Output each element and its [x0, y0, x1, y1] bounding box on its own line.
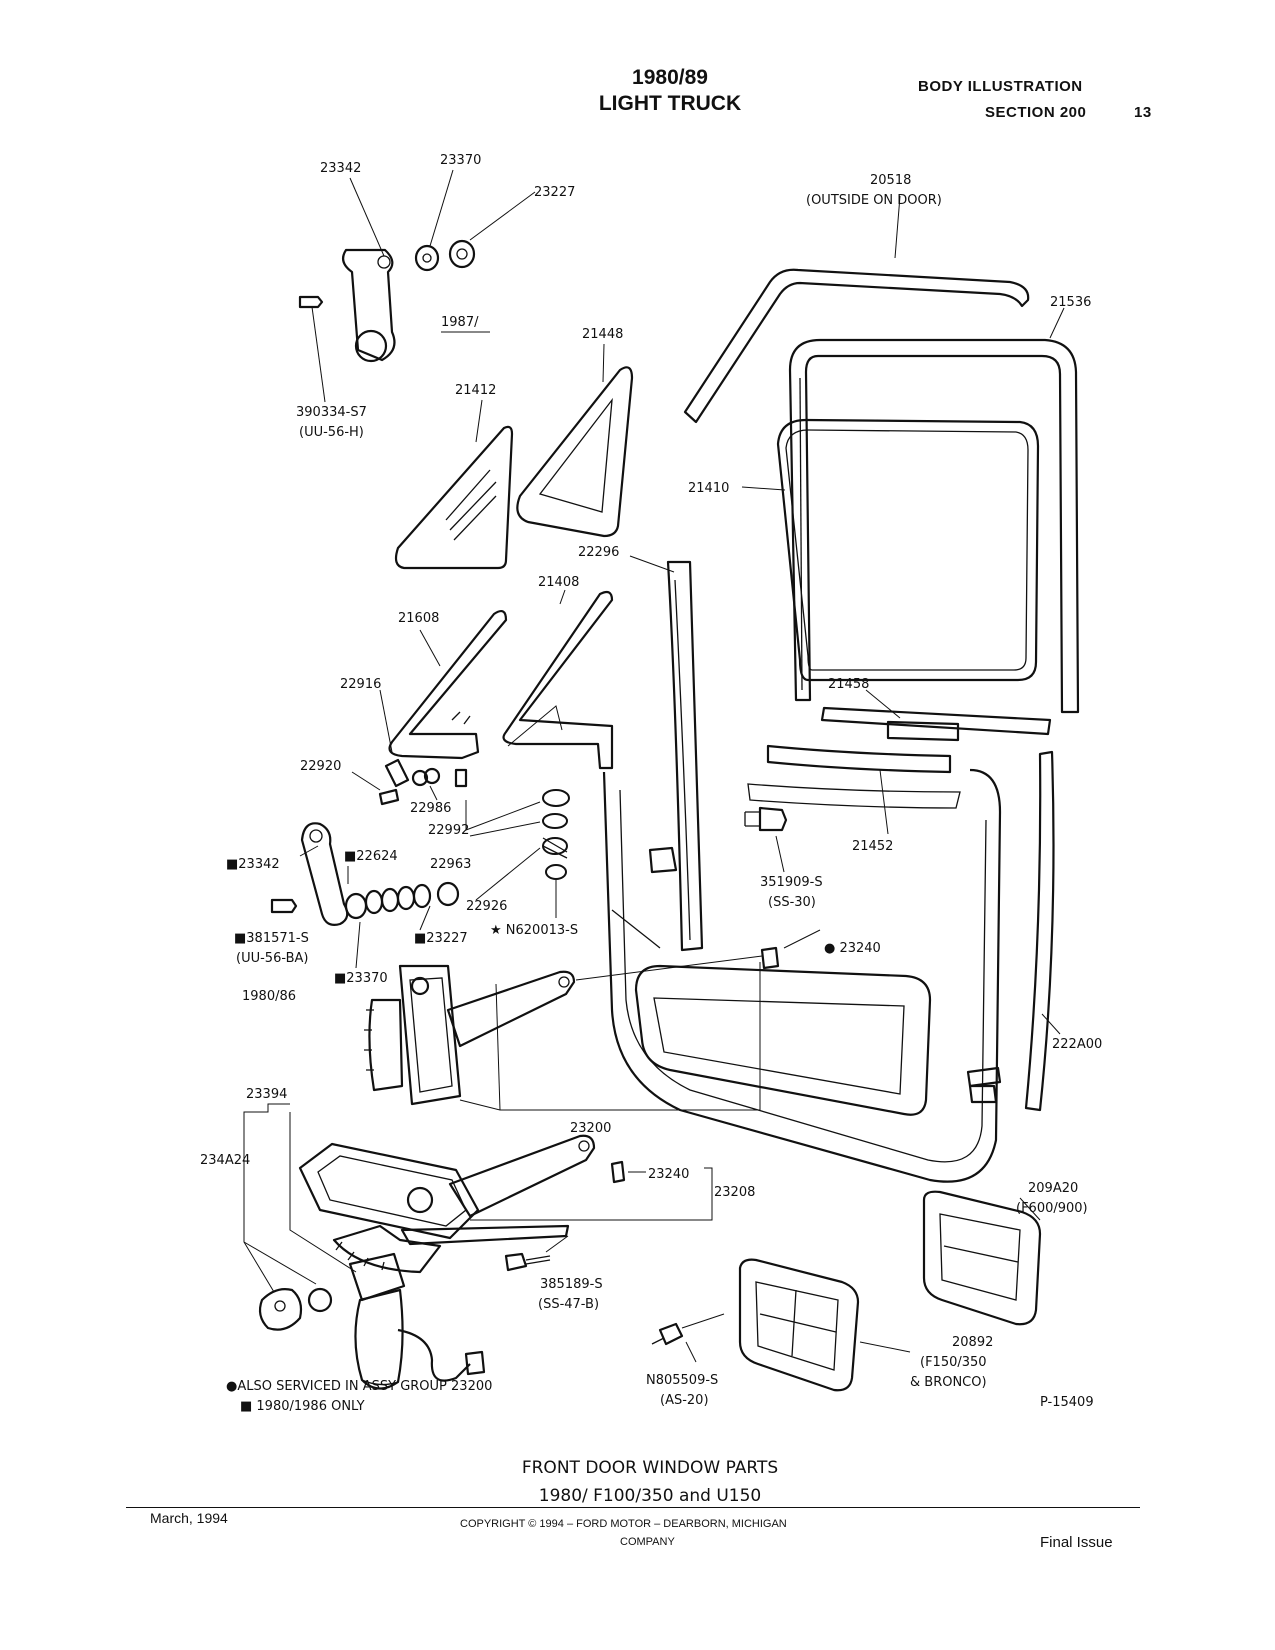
callout-p-15409: P-15409: [1040, 1395, 1094, 1410]
power-window-regulator-23208: [298, 1134, 713, 1274]
callout-23370: 23370: [440, 153, 481, 168]
pivot-spring-hardware: [351, 689, 468, 806]
callout-n620013-s: ★ N620013-S: [490, 923, 578, 938]
callout-sq-23227: ■23227: [414, 931, 468, 946]
window-crank-handle-1980-86: [270, 822, 460, 969]
glass-run-lower-21452: [747, 744, 961, 835]
callout-23342: 23342: [320, 161, 361, 176]
footer-copyright-company: COMPANY: [620, 1536, 675, 1548]
window-regulator-23200: [364, 962, 761, 1111]
callout-22920: 22920: [300, 759, 341, 774]
callout-23394: 23394: [246, 1087, 287, 1102]
section-label: BODY ILLUSTRATION: [918, 78, 1083, 95]
callout-22916: 22916: [340, 677, 381, 692]
callout-uu-56-h: (UU-56-H): [299, 425, 364, 440]
callout-as-20: (AS-20): [660, 1393, 709, 1408]
footer-copyright: COPYRIGHT © 1994 – FORD MOTOR – DEARBORN…: [460, 1518, 787, 1530]
footer-issue-status: Final Issue: [1040, 1534, 1113, 1551]
callout-20518: 20518: [870, 173, 911, 188]
callout-and-bronco: & BRONCO): [910, 1375, 987, 1390]
pivot-washer-stack: [465, 705, 570, 918]
callout-209a20: 209A20: [1028, 1181, 1078, 1196]
access-cover-20892: [738, 1258, 911, 1392]
callout-labels: 23342 23370 23227 20518 (OUTSIDE ON DOOR…: [200, 153, 1102, 1414]
door-glass-run-frame: [788, 307, 1080, 714]
access-cover-209a20: [922, 1190, 1042, 1326]
callout-234a24: 234A24: [200, 1153, 250, 1168]
callout-ss-47-b: (SS-47-B): [538, 1297, 599, 1312]
front-door-inner-panel: [602, 768, 1002, 1183]
callout-23227: 23227: [534, 185, 575, 200]
footer-rule: [126, 1507, 1140, 1508]
window-motor-assembly: [243, 1103, 486, 1390]
callout-dot-23240: ● 23240: [824, 941, 881, 956]
title-year-range: 1980/89: [632, 66, 708, 89]
callout-20892: 20892: [952, 1335, 993, 1350]
figure-caption-title: FRONT DOOR WINDOW PARTS: [521, 1458, 779, 1478]
callout-sq-381571-s: ■381571-S: [234, 931, 309, 946]
callout-year-1980-86: 1980/86: [242, 989, 296, 1004]
callout-sq-22624: ■22624: [344, 849, 398, 864]
vent-window-frame: [516, 343, 634, 538]
bolt-351909-s: [744, 806, 788, 873]
callout-21452: 21452: [852, 839, 893, 854]
callout-n805509-s: N805509-S: [646, 1373, 718, 1388]
callout-23240-lower: 23240: [648, 1167, 689, 1182]
title-vehicle-line: LIGHT TRUCK: [598, 92, 742, 115]
glass-channel-21458: [820, 689, 1052, 742]
callout-22963: 22963: [430, 857, 471, 872]
callout-22926: 22926: [466, 899, 507, 914]
page-number: 13: [1134, 104, 1152, 121]
rear-glass-run-222a00: [1024, 750, 1061, 1112]
callout-outside-on-door: (OUTSIDE ON DOOR): [806, 193, 942, 208]
vent-pivot-bracket-21408: [502, 589, 614, 770]
legend-note-1980-1986: ■ 1980/1986 ONLY: [240, 1399, 365, 1414]
rivet-n805509-s: [651, 1313, 725, 1363]
vent-window-glass: [394, 399, 514, 570]
figure-caption-models: 1980/ F100/350 and U150: [538, 1486, 762, 1506]
outside-glass-run-molding: [683, 195, 1030, 424]
callout-21410: 21410: [688, 481, 729, 496]
division-bar-glass-run: [629, 555, 704, 952]
callout-22296: 22296: [578, 545, 619, 560]
legend-note-assy-group: ●ALSO SERVICED IN ASSY GROUP 23200: [226, 1379, 492, 1394]
bolt-385189-s: [504, 1235, 569, 1272]
callout-23208: 23208: [714, 1185, 755, 1200]
leader-lines-crank-1987: [311, 169, 536, 403]
callout-21448: 21448: [582, 327, 623, 342]
callout-sq-23370: ■23370: [334, 971, 388, 986]
callout-21536: 21536: [1050, 295, 1091, 310]
regulator-bushing-upper: [575, 929, 821, 981]
callout-21408: 21408: [538, 575, 579, 590]
door-window-glass: [741, 418, 1040, 682]
footer-date: March, 1994: [150, 1510, 228, 1526]
callout-ss-30: (SS-30): [768, 895, 816, 910]
callout-year-1987: 1987/: [441, 315, 479, 330]
callout-222a00: 222A00: [1052, 1037, 1102, 1052]
vent-pivot-bracket-21608: [388, 610, 508, 760]
callout-22992: 22992: [428, 823, 469, 838]
callout-385189-s: 385189-S: [540, 1277, 603, 1292]
callout-21412: 21412: [455, 383, 496, 398]
callout-f150-350: (F150/350: [920, 1355, 987, 1370]
callout-22986: 22986: [410, 801, 451, 816]
callout-351909-s: 351909-S: [760, 875, 823, 890]
callout-390334-s7: 390334-S7: [296, 405, 367, 420]
window-crank-handle-1987: [298, 239, 476, 363]
callout-23200: 23200: [570, 1121, 611, 1136]
section-number: SECTION 200: [985, 104, 1087, 121]
callout-21608: 21608: [398, 611, 439, 626]
callout-uu-56-ba: (UU-56-BA): [236, 951, 308, 966]
callout-f600-900: (F600/900): [1016, 1201, 1088, 1216]
callout-21458: 21458: [828, 677, 869, 692]
callout-sq-23342: ■23342: [226, 857, 280, 872]
